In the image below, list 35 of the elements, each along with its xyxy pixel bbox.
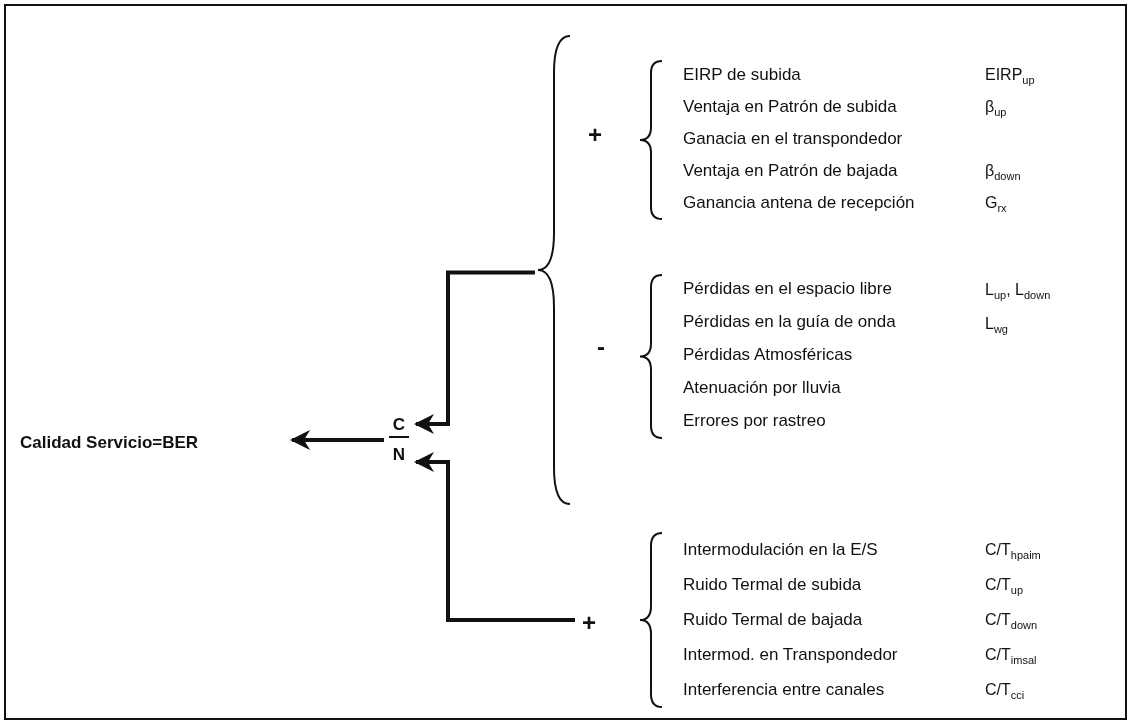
arrow (414, 452, 575, 622)
denominator: N (392, 444, 406, 466)
arrow (414, 270, 535, 434)
list-item: Ruido Termal de subida (683, 574, 862, 596)
list-item: Pérdidas en el espacio libre (683, 278, 892, 300)
symbol-label: C/T$_{down}$ (985, 610, 1038, 634)
result-text: Calidad Servicio=BER (20, 430, 290, 456)
symbol-label: β$_{down}$ (985, 161, 1021, 185)
symbol-label: EIRP$_{up}$ (985, 65, 1035, 89)
list-item: Interferencia entre canales (683, 679, 885, 701)
symbol-label: L$_{up}$, L$_{down}$ (985, 280, 1051, 304)
list-item: Ganacia en el transpondedor (683, 128, 903, 150)
sign-symbol: - (597, 334, 605, 360)
symbol-label: C/T$_{hpaim}$ (985, 540, 1041, 564)
list-item: Intermodulación en la E/S (683, 539, 878, 561)
list-item: Ruido Termal de bajada (683, 609, 863, 631)
sign-symbol: + (582, 610, 596, 636)
sign-symbol: + (588, 122, 602, 148)
list-item: EIRP de subida (683, 64, 801, 86)
list-item: Ventaja en Patrón de subida (683, 96, 897, 118)
list-item: Pérdidas Atmosféricas (683, 344, 853, 366)
symbol-label: G$_{rx}$ (985, 193, 1007, 217)
symbol-label: β$_{up}$ (985, 97, 1007, 121)
arrow (290, 430, 384, 450)
list-item: Pérdidas en la guía de onda (683, 311, 896, 333)
numerator: C (388, 414, 410, 438)
list-item: Intermod. en Transpondedor (683, 644, 898, 666)
list-item: Ventaja en Patrón de bajada (683, 160, 898, 182)
symbol-label: C/T$_{imsal}$ (985, 645, 1037, 669)
symbol-label: C/T$_{cci}$ (985, 680, 1025, 704)
symbol-label: L$_{wg}$ (985, 314, 1008, 338)
list-item: Ganancia antena de recepción (683, 192, 915, 214)
symbol-label: C/T$_{up}$ (985, 575, 1024, 599)
list-item: Atenuación por lluvia (683, 377, 841, 399)
list-item: Errores por rastreo (683, 410, 826, 432)
